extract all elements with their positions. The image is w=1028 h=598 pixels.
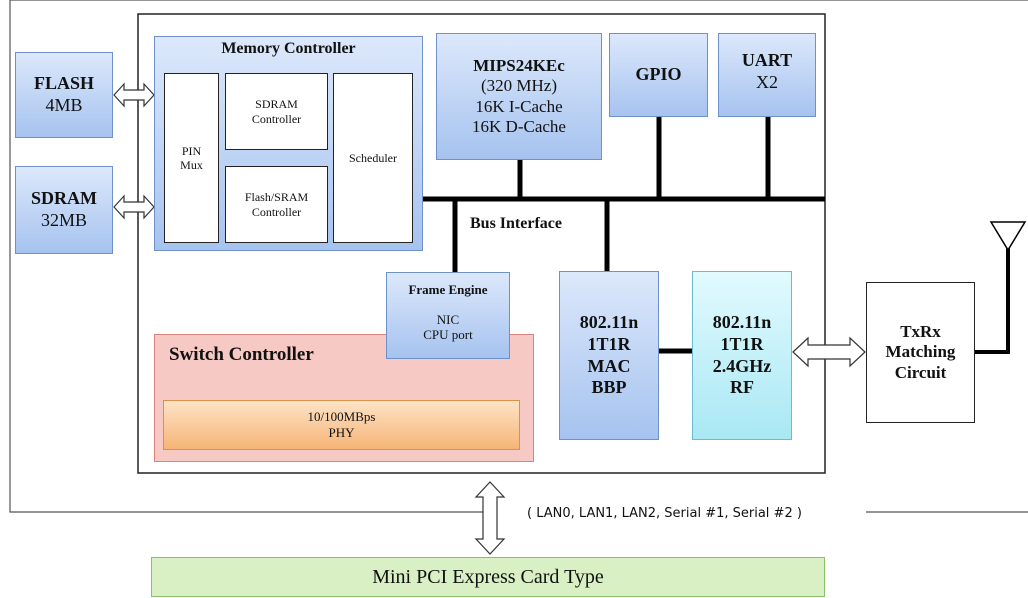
antenna-line bbox=[975, 245, 1010, 354]
phy-block: 10/100MBps PHY bbox=[163, 400, 520, 450]
flash-size: 4MB bbox=[45, 95, 83, 115]
sdram-arrow bbox=[113, 194, 155, 220]
mac-l2: 1T1R bbox=[587, 333, 631, 354]
matching-l3: Circuit bbox=[894, 362, 947, 382]
flash-arrow bbox=[113, 82, 155, 108]
memory-controller-title: Memory Controller bbox=[221, 40, 356, 57]
soc-frame bbox=[137, 13, 826, 474]
rf-matching-arrow bbox=[792, 336, 866, 368]
flash-name: FLASH bbox=[33, 73, 94, 94]
frame-engine-title: Frame Engine bbox=[408, 282, 488, 297]
matching-l2: Matching bbox=[885, 342, 956, 362]
pci-card-block: Mini PCI Express Card Type bbox=[151, 557, 825, 597]
rf-l1: 802.11n bbox=[712, 312, 772, 333]
sdram-block: SDRAM 32MB bbox=[15, 166, 113, 254]
cpu-freq: (320 MHz) bbox=[480, 76, 557, 96]
uart-block: UART X2 bbox=[718, 33, 816, 117]
gpio-block: GPIO bbox=[609, 33, 708, 117]
phy-label: PHY bbox=[328, 425, 355, 440]
frame-engine-nic: NIC bbox=[436, 311, 460, 327]
phy-speed: 10/100MBps bbox=[307, 409, 376, 425]
frame-engine-block: Frame Engine NIC CPU port bbox=[386, 272, 510, 359]
mac-l3: MAC bbox=[587, 355, 631, 376]
scheduler-block: Scheduler bbox=[333, 73, 413, 243]
flash-sram-controller-label: Flash/SRAM Controller bbox=[244, 190, 309, 219]
sdram-size: 32MB bbox=[40, 210, 87, 230]
cpu-dcache: 16K D-Cache bbox=[472, 116, 566, 136]
mac-l1: 802.11n bbox=[579, 312, 639, 333]
gpio-name: GPIO bbox=[635, 64, 682, 85]
uart-name: UART bbox=[741, 50, 793, 70]
matching-l1: TxRx bbox=[900, 321, 941, 341]
module-outline bbox=[9, 0, 1028, 513]
sdram-controller-label: SDRAM Controller bbox=[251, 97, 302, 126]
scheduler-label: Scheduler bbox=[349, 150, 397, 165]
sdram-name: SDRAM bbox=[31, 188, 97, 209]
cpu-block: MIPS24KEc (320 MHz) 16K I-Cache 16K D-Ca… bbox=[436, 33, 602, 160]
cpu-name: MIPS24KEc bbox=[473, 55, 565, 75]
mac-l4: BBP bbox=[591, 377, 627, 398]
matching-circuit-block: TxRx Matching Circuit bbox=[866, 282, 975, 423]
rf-l3: 2.4GHz bbox=[712, 355, 772, 376]
bus-interface-label: Bus Interface bbox=[470, 215, 562, 232]
flash-block: FLASH 4MB bbox=[15, 52, 113, 138]
pci-card-label: Mini PCI Express Card Type bbox=[372, 566, 604, 588]
rf-block: 802.11n 1T1R 2.4GHz RF bbox=[692, 271, 792, 440]
rf-l4: RF bbox=[730, 377, 754, 398]
pci-arrow bbox=[474, 481, 506, 555]
sdram-controller-block: SDRAM Controller bbox=[225, 73, 328, 150]
uart-count: X2 bbox=[756, 71, 778, 92]
interfaces-label: ( LAN0, LAN1, LAN2, Serial #1, Serial #2… bbox=[523, 506, 806, 521]
pin-mux-block: PIN Mux bbox=[164, 73, 219, 243]
pin-mux-label: PIN Mux bbox=[180, 143, 203, 172]
antenna-icon bbox=[989, 221, 1027, 252]
cpu-icache: 16K I-Cache bbox=[475, 96, 563, 116]
frame-engine-cpu-port: CPU port bbox=[423, 327, 473, 343]
switch-controller-title: Switch Controller bbox=[169, 344, 314, 365]
mac-bbp-block: 802.11n 1T1R MAC BBP bbox=[559, 271, 659, 440]
flash-sram-controller-block: Flash/SRAM Controller bbox=[225, 166, 328, 243]
rf-l2: 1T1R bbox=[720, 333, 764, 354]
